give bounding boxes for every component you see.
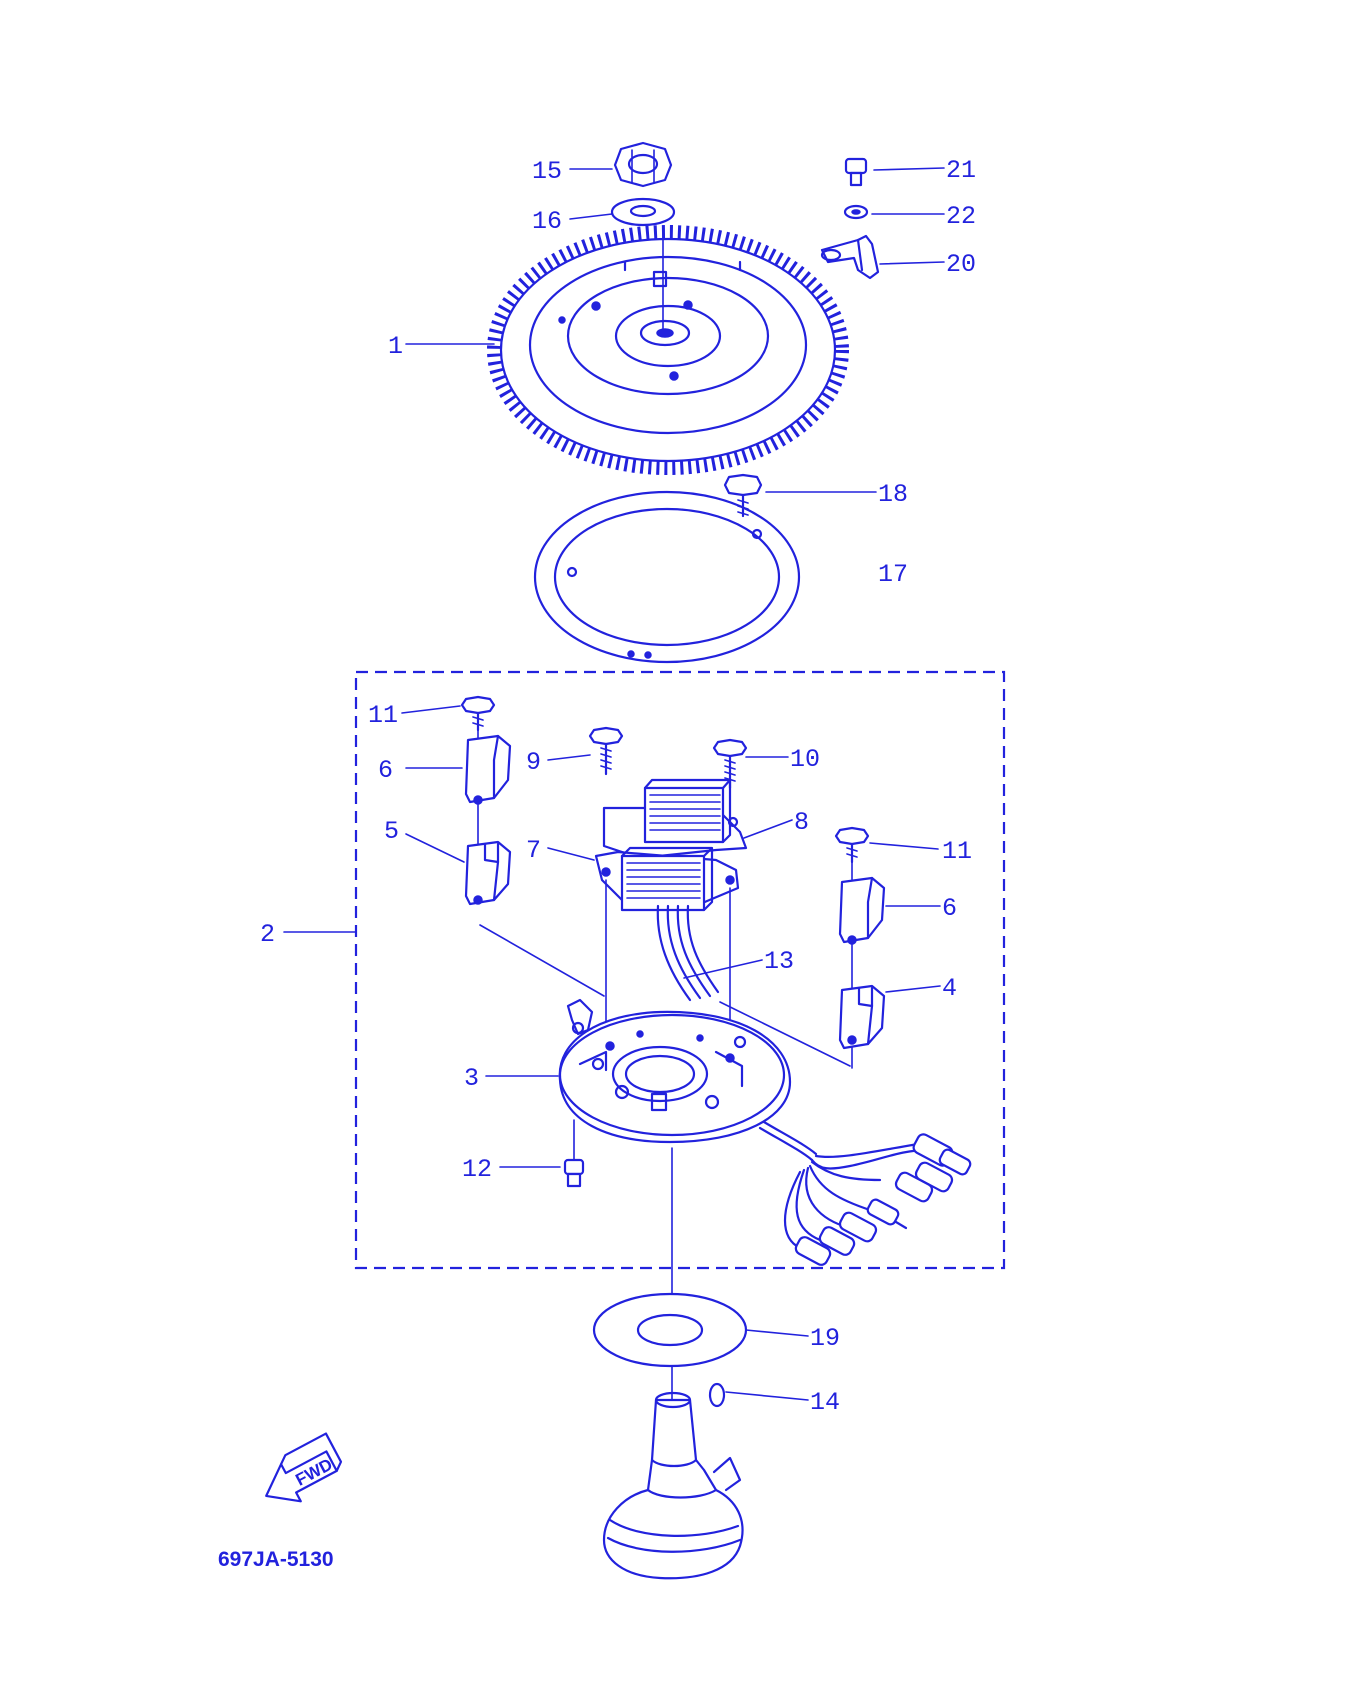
callout-4: 4: [942, 974, 957, 1003]
coil-cover-right[interactable]: [838, 876, 886, 945]
callout-8: 8: [794, 808, 809, 837]
callout-5: 5: [384, 817, 399, 846]
wire-connector[interactable]: [838, 1211, 878, 1244]
leader-13: [683, 959, 763, 979]
callout-18: 18: [878, 480, 908, 509]
flywheel-nut[interactable]: [613, 141, 673, 188]
callout-11-right: 11: [942, 837, 972, 866]
base-screw[interactable]: [563, 1158, 585, 1188]
wire-connector[interactable]: [912, 1132, 972, 1176]
callout-20: 20: [946, 250, 976, 279]
callout-6-left: 6: [378, 756, 393, 785]
coil-bolt-9[interactable]: [588, 726, 624, 776]
callout-1: 1: [388, 332, 403, 361]
callout-12: 12: [462, 1155, 492, 1184]
callout-14: 14: [810, 1388, 840, 1417]
ring-plate[interactable]: [533, 490, 801, 664]
coil-bolt-left[interactable]: [460, 695, 496, 732]
callout-6-right: 6: [942, 894, 957, 923]
woodruff-key[interactable]: [708, 1382, 726, 1408]
charge-coil-left[interactable]: [464, 840, 512, 906]
leader-coil-right-to-base: [719, 1001, 851, 1067]
wire-connector[interactable]: [794, 1235, 832, 1267]
thrust-plate[interactable]: [592, 1292, 748, 1368]
callout-11-left: 11: [368, 701, 398, 730]
callout-22: 22: [946, 202, 976, 231]
coil-bolt-right[interactable]: [834, 826, 870, 864]
callout-19: 19: [810, 1324, 840, 1353]
callout-17: 17: [878, 560, 908, 589]
lighting-coil-lower[interactable]: [594, 846, 740, 912]
callout-9: 9: [526, 748, 541, 777]
coil-bolt-10[interactable]: [712, 738, 748, 790]
callout-2: 2: [260, 920, 275, 949]
stator-base-plate[interactable]: [558, 998, 792, 1144]
bracket-washer[interactable]: [843, 204, 869, 220]
wire-connector[interactable]: [866, 1198, 908, 1230]
coil-wire-bundle[interactable]: [656, 904, 720, 1002]
callout-13: 13: [764, 947, 794, 976]
callout-21: 21: [946, 156, 976, 185]
wire-connector[interactable]: [894, 1171, 934, 1204]
leader-coil-left-to-base: [479, 924, 605, 997]
flywheel-washer[interactable]: [610, 197, 676, 227]
plate-bolt[interactable]: [723, 473, 763, 518]
callout-15: 15: [532, 157, 562, 186]
wire-connector[interactable]: [818, 1225, 856, 1257]
callout-10: 10: [790, 745, 820, 774]
flywheel[interactable]: [487, 225, 849, 475]
coil-cover-left[interactable]: [464, 734, 512, 805]
callout-16: 16: [532, 207, 562, 236]
callout-7: 7: [526, 836, 541, 865]
bracket[interactable]: [820, 234, 880, 280]
diagram-part-code: 697JA-5130: [218, 1548, 334, 1571]
crankshaft[interactable]: [602, 1391, 744, 1580]
charge-coil-right[interactable]: [838, 984, 886, 1050]
pulser-bolt[interactable]: [844, 157, 868, 187]
lighting-coil-upper[interactable]: [602, 778, 748, 860]
stator-assembly-box: [354, 670, 1006, 1270]
forward-direction-arrow: FWD: [265, 1432, 343, 1503]
callout-leaders: [283, 167, 945, 1401]
callout-3: 3: [464, 1064, 479, 1093]
